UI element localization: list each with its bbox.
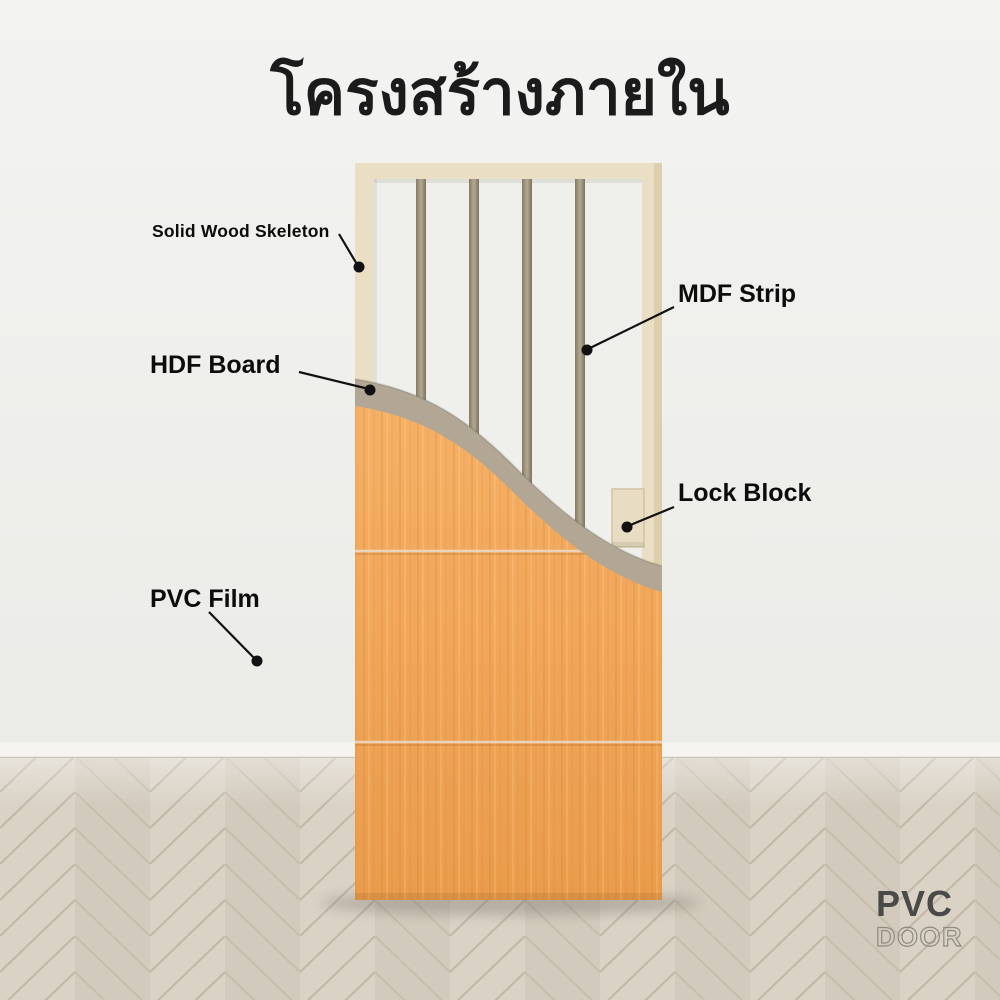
brand-logo-pvc: PVC	[876, 883, 954, 924]
leader-lock	[627, 505, 675, 528]
brand-logo-door: DOOR	[875, 922, 963, 952]
lock-block-shadow	[612, 542, 644, 547]
label-hdf-board: HDF Board	[150, 351, 281, 379]
dot-lock	[621, 521, 633, 533]
hdf-edge-line	[354, 378, 663, 567]
leader-lines	[208, 233, 675, 661]
label-mdf-strip: MDF Strip	[678, 280, 797, 308]
top-rail-shadow	[374, 179, 642, 183]
dot-mdf	[581, 344, 593, 356]
leader-dots	[251, 261, 633, 667]
brand-logo: PVC DOOR	[875, 883, 963, 952]
frame-right-edge-shade	[654, 163, 662, 900]
page-title: โครงสร้างภายใน	[270, 59, 730, 128]
door-cutaway	[354, 163, 663, 900]
pvc-film-grain	[355, 406, 662, 900]
dot-pvc	[251, 655, 263, 667]
leader-skeleton	[338, 233, 359, 267]
dot-hdf	[364, 384, 376, 396]
mdf-strip-4	[575, 179, 585, 609]
leader-mdf	[587, 306, 675, 350]
leader-pvc	[208, 611, 257, 661]
leader-hdf	[298, 370, 370, 391]
mdf-strip-3	[522, 179, 532, 609]
mdf-strip-1	[416, 179, 426, 609]
label-pvc-film: PVC Film	[150, 585, 260, 613]
mdf-strip-2	[469, 179, 479, 609]
label-lock-block: Lock Block	[678, 479, 812, 507]
door-bottom-edge	[355, 893, 662, 900]
dot-skeleton	[353, 261, 365, 273]
label-solid-wood-skeleton: Solid Wood Skeleton	[152, 221, 330, 241]
lock-block	[611, 488, 645, 548]
